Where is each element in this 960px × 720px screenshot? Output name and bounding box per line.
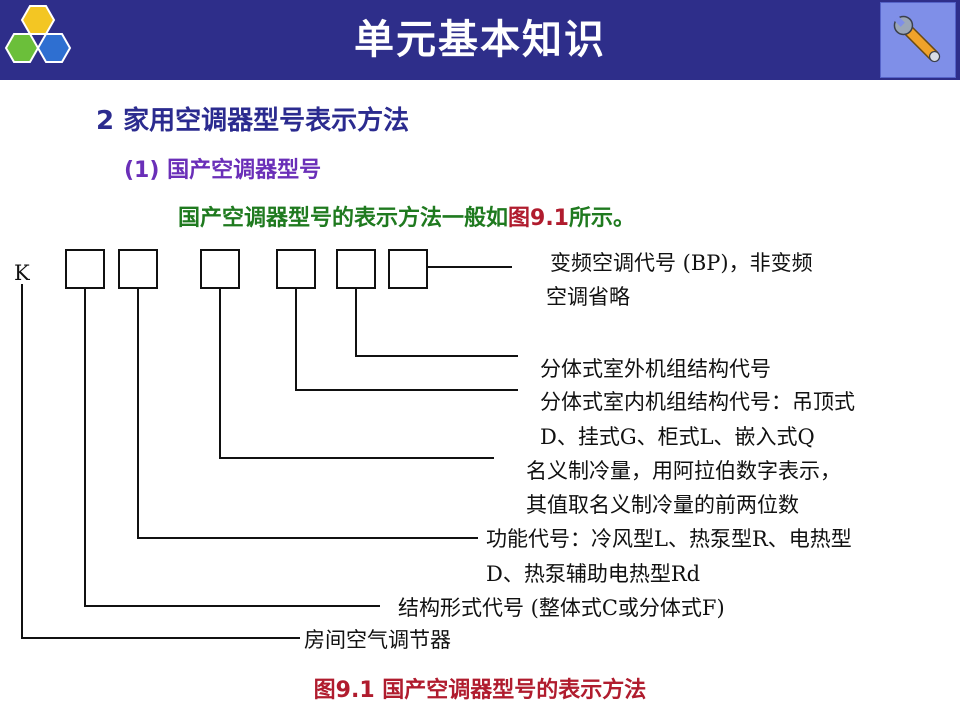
hexagon-logo-icon xyxy=(4,5,72,63)
label-inverter-line2: 空调省略 xyxy=(546,285,630,309)
figure-reference-link[interactable]: 图9.1 xyxy=(508,206,569,231)
label-capacity-line2: 其值取名义制冷量的前两位数 xyxy=(526,493,799,517)
model-code-diagram: K 变频空调代号 (BP)，非变频 空调省略 分体式室外机组结构代号 分体式室内… xyxy=(0,236,960,666)
code-box-5 xyxy=(336,249,376,289)
code-box-1 xyxy=(65,249,105,289)
code-box-2 xyxy=(118,249,158,289)
label-function-line2: D、热泵辅助电热型Rd xyxy=(486,562,701,586)
label-indoor-unit-line1: 分体式室内机组结构代号：吊顶式 xyxy=(540,390,855,414)
label-function-line1: 功能代号：冷风型L、热泵型R、电热型 xyxy=(486,527,852,551)
prefix-letter: K xyxy=(14,261,30,285)
diagram-lines xyxy=(21,249,518,639)
code-box-6 xyxy=(388,249,428,289)
subsection-title: (1) 国产空调器型号 xyxy=(124,158,322,183)
intro-before: 国产空调器型号的表示方法一般如 xyxy=(178,206,509,231)
intro-text: 国产空调器型号的表示方法一般如图9.1所示。 xyxy=(178,200,635,232)
label-outdoor-unit: 分体式室外机组结构代号 xyxy=(540,357,771,381)
figure-caption: 图9.1 国产空调器型号的表示方法 xyxy=(313,678,647,703)
blue-hexagon xyxy=(36,33,72,63)
wrench-icon xyxy=(893,15,941,63)
label-inverter-line1: 变频空调代号 (BP)，非变频 xyxy=(550,251,813,275)
section-title: 2 家用空调器型号表示方法 xyxy=(96,106,410,136)
page-title: 单元基本知识 xyxy=(354,17,606,63)
code-box-4 xyxy=(276,249,316,289)
tools-icon-box xyxy=(880,2,956,78)
label-indoor-unit-line2: D、挂式G、柜式L、嵌入式Q xyxy=(540,425,815,449)
label-capacity-line1: 名义制冷量，用阿拉伯数字表示， xyxy=(526,459,841,483)
label-structure-type: 结构形式代号 (整体式C或分体式F) xyxy=(398,596,725,620)
label-room-ac: 房间空气调节器 xyxy=(304,628,451,652)
intro-after: 所示。 xyxy=(569,206,636,231)
code-box-3 xyxy=(200,249,240,289)
green-hexagon xyxy=(4,33,40,63)
header-bar xyxy=(0,0,960,80)
